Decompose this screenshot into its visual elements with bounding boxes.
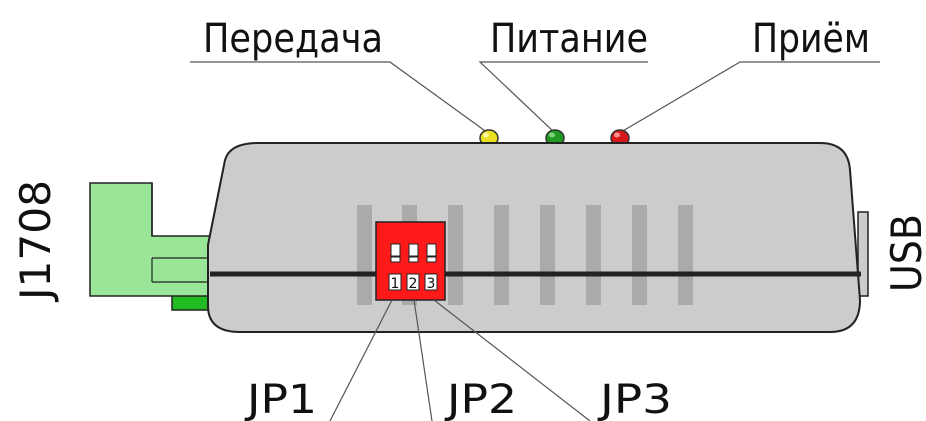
dip-lever-3[interactable] bbox=[426, 243, 437, 257]
dip-number-1: 1 bbox=[391, 276, 400, 292]
usb-connector bbox=[857, 211, 869, 297]
dip-lever-1[interactable] bbox=[390, 243, 401, 257]
j1708-connector bbox=[89, 182, 211, 311]
dip-switch[interactable]: 1 2 3 bbox=[375, 221, 446, 301]
label-power: Питание bbox=[490, 16, 648, 62]
led-leader-lines bbox=[190, 61, 880, 136]
label-jp1: JP1 bbox=[244, 377, 317, 421]
label-usb: USB bbox=[882, 214, 926, 292]
dip-lever-2[interactable] bbox=[408, 243, 419, 257]
jumper-leader-lines bbox=[329, 299, 591, 421]
label-receive: Приём bbox=[752, 16, 870, 62]
label-jp2: JP2 bbox=[444, 377, 517, 421]
device-body bbox=[207, 142, 862, 333]
dip-number-2: 2 bbox=[409, 276, 418, 292]
dip-number-3: 3 bbox=[427, 276, 436, 292]
label-j1708: J1708 bbox=[11, 180, 60, 303]
label-transmit: Передача bbox=[203, 16, 383, 62]
label-jp3: JP3 bbox=[596, 377, 672, 421]
